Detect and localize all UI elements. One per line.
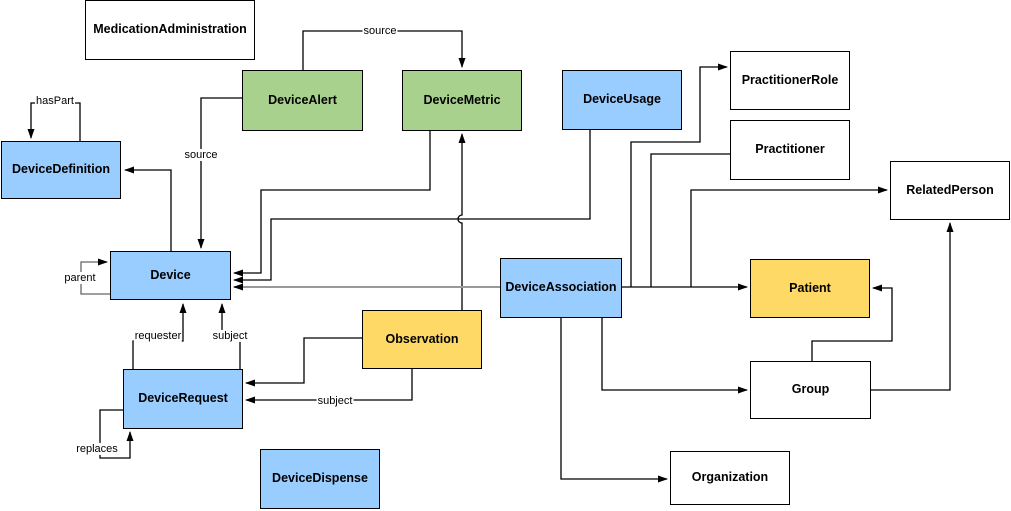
- edge-deviceassociation-to-practitionerrole: [630, 63, 728, 287]
- node-devicemetric[interactable]: DeviceMetric: [402, 70, 522, 131]
- node-label-medicationadministration: MedicationAdministration: [93, 22, 247, 37]
- node-label-devicedispense: DeviceDispense: [272, 471, 368, 486]
- edge-deviceassociation-to-organization: [560, 318, 668, 483]
- edge-group-to-relatedperson: [871, 222, 954, 391]
- edge-label-haspart: hasPart: [35, 94, 75, 108]
- edge-haspart-loop: [27, 102, 81, 141]
- node-practitioner[interactable]: Practitioner: [730, 120, 850, 180]
- node-relatedperson[interactable]: RelatedPerson: [890, 161, 1010, 220]
- edge-replaces-loop: [99, 409, 134, 459]
- node-label-device: Device: [150, 267, 191, 282]
- edge-device-to-devicedefinition: [124, 166, 172, 251]
- edge-label-subject-device: subject: [211, 329, 249, 343]
- edge-label-parent: parent: [63, 271, 97, 285]
- node-deviceassociation[interactable]: DeviceAssociation: [500, 258, 622, 318]
- node-devicealert[interactable]: DeviceAlert: [242, 70, 363, 131]
- node-observation[interactable]: Observation: [362, 310, 482, 369]
- edge-deviceassociation-to-relatedperson: [690, 186, 888, 287]
- edge-deviceusage-to-device: [233, 130, 591, 284]
- node-label-organization: Organization: [691, 470, 769, 485]
- edge-label-source-device: source: [183, 148, 219, 162]
- edge-label-source-devicemetric: source: [362, 24, 398, 38]
- node-devicedefinition[interactable]: DeviceDefinition: [1, 141, 121, 199]
- node-devicedispense[interactable]: DeviceDispense: [260, 449, 380, 509]
- edge-deviceassociation-to-group: [601, 318, 748, 394]
- node-practitionerrole[interactable]: PractitionerRole: [730, 51, 850, 110]
- node-label-practitioner: Practitioner: [755, 142, 825, 157]
- node-organization[interactable]: Organization: [670, 451, 790, 505]
- edge-observation-to-devicemetric: [457, 133, 466, 310]
- node-label-deviceassociation: DeviceAssociation: [505, 280, 617, 295]
- node-label-observation: Observation: [385, 331, 459, 346]
- node-label-devicerequest: DeviceRequest: [138, 391, 228, 406]
- node-deviceusage[interactable]: DeviceUsage: [562, 70, 682, 130]
- node-label-group: Group: [791, 382, 830, 397]
- edge-deviceassociation-to-practitioner: [650, 153, 730, 287]
- edge-label-requester: requester: [133, 329, 183, 343]
- edge-label-replaces: replaces: [75, 442, 119, 456]
- edge-observation-to-devicerequest-subject: [245, 369, 413, 404]
- node-device[interactable]: Device: [110, 251, 231, 300]
- edge-label-subject-devicerequest: subject: [316, 394, 354, 408]
- edge-devicealert-to-device-source: [197, 97, 242, 249]
- node-label-devicealert: DeviceAlert: [268, 92, 337, 107]
- edge-group-to-patient: [811, 284, 893, 361]
- edge-devicemetric-to-device: [233, 131, 431, 277]
- node-group[interactable]: Group: [750, 361, 871, 419]
- node-medicationadministration[interactable]: MedicationAdministration: [85, 0, 255, 60]
- node-label-devicemetric: DeviceMetric: [423, 92, 501, 107]
- node-patient[interactable]: Patient: [750, 259, 870, 318]
- edge-observation-to-devicerequest: [245, 337, 362, 387]
- node-label-devicedefinition: DeviceDefinition: [12, 162, 110, 177]
- node-devicerequest[interactable]: DeviceRequest: [123, 369, 243, 429]
- node-label-practitionerrole: PractitionerRole: [741, 72, 839, 87]
- node-label-deviceusage: DeviceUsage: [583, 92, 661, 107]
- node-label-relatedperson: RelatedPerson: [906, 182, 994, 197]
- node-label-patient: Patient: [789, 280, 831, 295]
